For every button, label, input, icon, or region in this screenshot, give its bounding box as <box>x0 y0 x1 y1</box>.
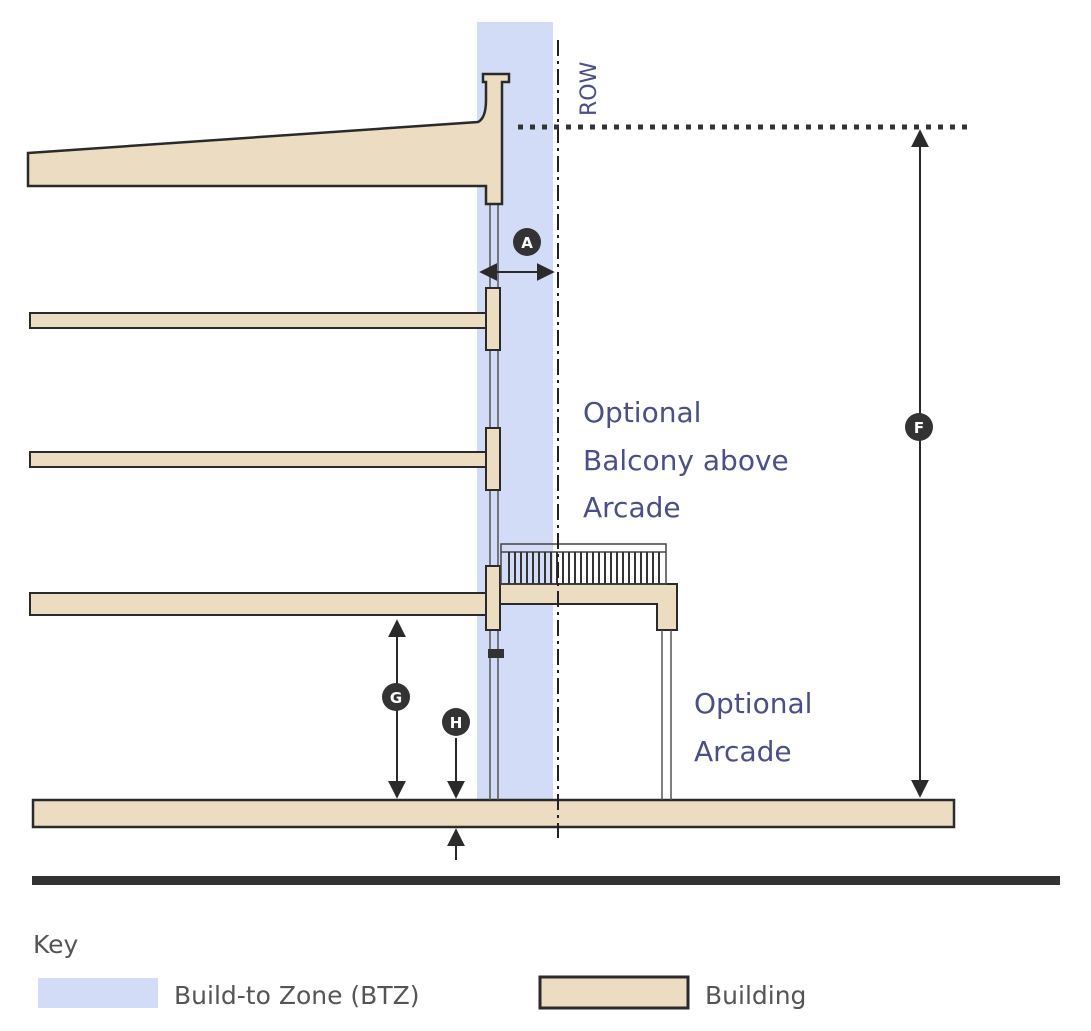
roof-slab <box>26 72 511 206</box>
balcony-label-line1: Optional <box>583 396 701 429</box>
street-line <box>32 876 1060 885</box>
svg-text:H: H <box>450 714 463 732</box>
arcade-label-line2: Arcade <box>694 735 792 768</box>
key-btz-label: Build-to Zone (BTZ) <box>174 981 419 1010</box>
key-title: Key <box>33 930 79 959</box>
ground-slab <box>31 798 956 829</box>
floor-slab-3 <box>29 287 501 351</box>
key-btz-swatch <box>38 978 158 1008</box>
marker-f: F <box>905 413 933 441</box>
row-label: ROW <box>577 61 602 116</box>
floor-slab-1 <box>29 565 501 631</box>
floor-slab-2 <box>29 427 501 491</box>
facade-sign-block <box>488 649 504 658</box>
marker-g: G <box>382 683 410 711</box>
balcony-label-line2: Balcony above <box>583 444 789 477</box>
marker-h: H <box>442 708 470 736</box>
marker-a: A <box>513 228 541 256</box>
arcade-label-line1: Optional <box>694 687 812 720</box>
key-building-swatch <box>538 975 690 1010</box>
svg-text:A: A <box>521 234 533 252</box>
svg-text:G: G <box>390 689 402 707</box>
balcony-slab <box>499 583 678 631</box>
balcony-label-line3: Arcade <box>583 491 681 524</box>
arcade-column <box>661 630 672 800</box>
svg-text:F: F <box>914 419 924 437</box>
key-building-label: Building <box>705 981 806 1010</box>
